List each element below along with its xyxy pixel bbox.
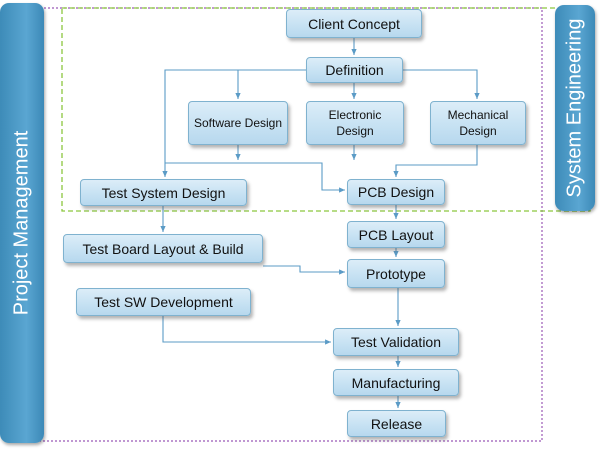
node-label: PCB Layout	[358, 226, 434, 243]
node-label: Test SW Development	[94, 294, 233, 310]
project-management-label: Project Management	[10, 130, 33, 316]
node-label: Manufacturing	[351, 374, 441, 391]
node-mechanical-design[interactable]: Mechanical Design	[430, 101, 526, 145]
node-label: Electronic Design	[328, 108, 382, 138]
arrow-definition-to-test-system	[162, 69, 306, 177]
node-pcb-design[interactable]: PCB Design	[347, 179, 445, 205]
node-manufacturing[interactable]: Manufacturing	[333, 369, 459, 396]
arrow-definition-to-software	[235, 69, 306, 99]
node-label: Test System Design	[101, 184, 226, 201]
node-release[interactable]: Release	[347, 410, 446, 437]
arrow-definition-to-mechanical	[403, 69, 480, 99]
system-engineering-band: System Engineering	[555, 5, 595, 211]
node-label: Client Concept	[308, 15, 400, 32]
system-engineering-label: System Engineering	[563, 18, 586, 198]
node-pcb-layout[interactable]: PCB Layout	[347, 221, 445, 248]
arrow-test-board-to-prototype	[263, 265, 345, 275]
node-label: PCB Design	[357, 184, 435, 200]
node-test-system-design[interactable]: Test System Design	[80, 179, 247, 206]
node-test-validation[interactable]: Test Validation	[333, 328, 459, 356]
node-test-sw-development[interactable]: Test SW Development	[76, 288, 251, 316]
node-test-board-layout-build[interactable]: Test Board Layout & Build	[63, 234, 263, 263]
project-management-band: Project Management	[0, 3, 44, 443]
arrow-mechanical-to-pcb	[393, 145, 478, 177]
arrow-testsw-to-validation	[162, 316, 331, 345]
arrow-software-to-pcb	[238, 162, 345, 193]
project-management-boundary	[39, 7, 543, 442]
node-label: Test Board Layout & Build	[82, 240, 244, 257]
node-label: Mechanical Design	[447, 108, 509, 138]
node-definition[interactable]: Definition	[306, 57, 403, 83]
node-electronic-design[interactable]: Electronic Design	[306, 101, 404, 145]
node-client-concept[interactable]: Client Concept	[286, 9, 422, 38]
node-label: Definition	[325, 62, 384, 78]
node-label: Test Validation	[350, 334, 441, 350]
node-label: Release	[370, 415, 423, 432]
node-label: Prototype	[366, 265, 426, 282]
system-engineering-boundary	[61, 7, 591, 212]
node-label: Software Design	[193, 116, 283, 130]
node-software-design[interactable]: Software Design	[188, 101, 288, 145]
node-prototype[interactable]: Prototype	[347, 259, 445, 288]
